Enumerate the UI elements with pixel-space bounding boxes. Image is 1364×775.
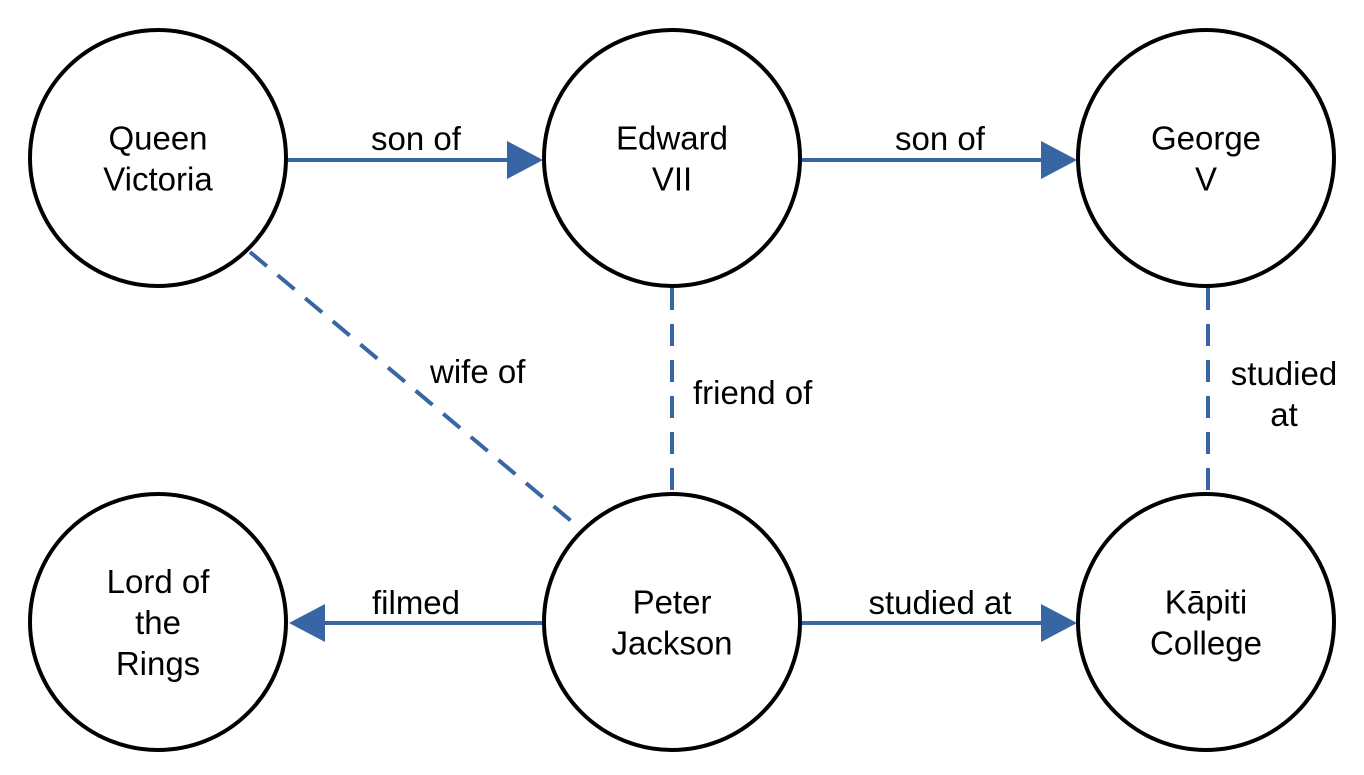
edge-qv-peter (248, 250, 584, 532)
node-circle (28, 28, 288, 288)
node-circle (542, 28, 802, 288)
node-label-line: Victoria (103, 161, 213, 198)
edge-label-qv-peter: wife of (429, 353, 526, 390)
node-label-line: the (135, 604, 181, 641)
node-label-line: V (1195, 161, 1217, 198)
edge-label-edward-peter: friend of (693, 374, 813, 411)
edge-label-line: son of (895, 120, 986, 157)
edge-label-peter-lotr: filmed (372, 584, 460, 621)
edge-label-line: studied (1231, 355, 1337, 392)
arrowhead-icon (289, 604, 325, 642)
arrowhead-icon (1041, 141, 1077, 179)
node-circle (1076, 492, 1336, 752)
edge-label-line: filmed (372, 584, 460, 621)
edge-label-line: at (1270, 396, 1298, 433)
edges-layer (248, 141, 1210, 642)
edge-peter-kapiti (802, 604, 1077, 642)
edge-label-qv-edward: son of (371, 120, 462, 157)
edge-label-edward-george: son of (895, 120, 986, 157)
edge-label-peter-kapiti: studied at (868, 584, 1011, 621)
node-label-line: Lord of (107, 563, 211, 600)
edge-label-line: friend of (693, 374, 813, 411)
node-label-line: Queen (108, 120, 207, 157)
node-label-line: VII (652, 161, 692, 198)
edge-label-line: studied at (868, 584, 1011, 621)
edge-label-george-kapiti: studied at (1231, 355, 1337, 433)
node-label-line: Kāpiti (1165, 584, 1248, 621)
node-label-line: Jackson (611, 625, 732, 662)
arrowhead-icon (1041, 604, 1077, 642)
node-label-line: Peter (633, 584, 712, 621)
edge-peter-lotr (289, 604, 543, 642)
node-label-line: College (1150, 625, 1262, 662)
arrowhead-icon (507, 141, 543, 179)
edge-labels-layer: son of son of wife of friend of studied at fil… (371, 120, 1337, 621)
node-label-line: George (1151, 120, 1261, 157)
edge-label-line: son of (371, 120, 462, 157)
node-label-line: Edward (616, 120, 728, 157)
node-circle (28, 492, 288, 752)
node-label-line: Rings (116, 645, 200, 682)
edge-edward-george (802, 141, 1077, 179)
node-circle (542, 492, 802, 752)
edge-line-qv-peter (248, 250, 584, 532)
node-circle (1076, 28, 1336, 288)
edge-qv-edward (288, 141, 543, 179)
edge-label-line: wife of (429, 353, 526, 390)
